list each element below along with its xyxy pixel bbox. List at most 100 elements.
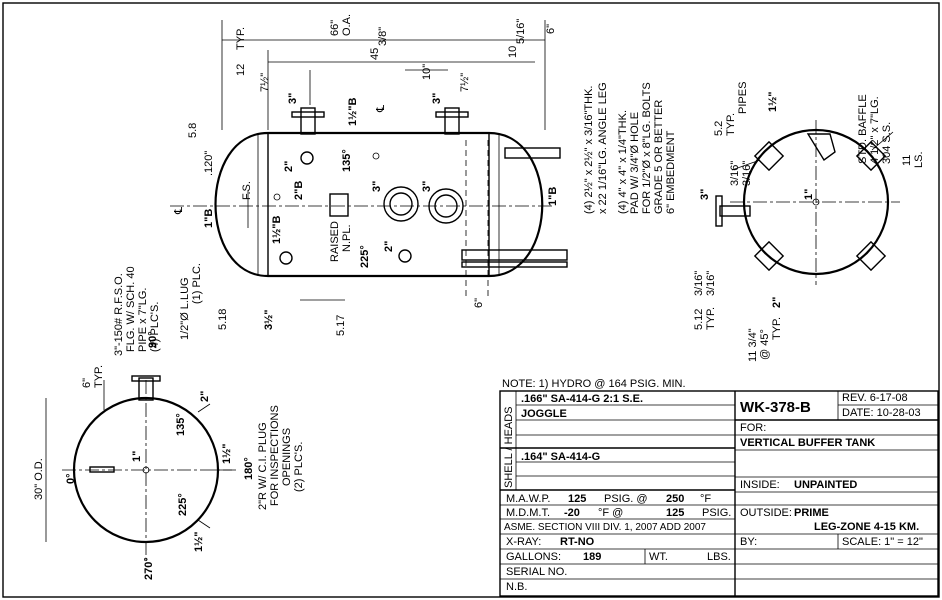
hydro-note: NOTE: 1) HYDRO @ 164 PSIG. MIN.: [502, 378, 686, 390]
nozzle-3-top-left: 3": [287, 93, 299, 104]
nozzle-1half-b-top: 1½"B: [347, 97, 359, 126]
dim-58typ: 5.8: [187, 123, 199, 138]
mdmt-value: -20: [564, 507, 580, 519]
nozzle-2b: 2"B: [293, 181, 305, 200]
lug-label-2: (1) PLC.: [191, 263, 203, 304]
plug-note-3: OPENINGS: [281, 428, 293, 486]
xray-label: X-RAY:: [506, 536, 541, 548]
bottom-nozzle-1half-a: 1½": [221, 443, 233, 464]
bottom-nozzle-1half-b: 1½": [193, 531, 205, 552]
plug-note-1: 2"R W/ C.I. PLUG: [257, 422, 269, 510]
pad-note-3: FOR 1/2"Ø x 8"LG. BOLTS: [641, 82, 653, 214]
top-nozzle-right: [435, 107, 469, 135]
scale: SCALE: 1" = 12": [842, 536, 923, 548]
top-nozzle-2: 2": [771, 297, 783, 308]
angle-225-bottom: 225°: [177, 493, 189, 516]
date: DATE: 10-28-03: [842, 407, 921, 419]
bottom-nozzle-2: 2": [199, 391, 211, 402]
shell-material: .164" SA-414-G: [521, 451, 600, 463]
leg-note-2: x 22 1/16"LG. ANGLE LEG: [597, 82, 609, 214]
xray-value: RT-NO: [560, 536, 595, 548]
top-ls-11: 11: [901, 155, 913, 166]
mawp-temp-unit: °F: [700, 493, 711, 505]
angle-135: 135°: [341, 149, 353, 172]
drawing-number: WK-378-B: [740, 399, 811, 416]
nozzle-1half-b-bot: 1½"B: [271, 215, 283, 244]
dim-10b-frac: 5/16": [515, 19, 527, 44]
nozzle-3-mid-left: 3": [371, 181, 383, 192]
legs-right: [461, 147, 568, 268]
angle-270: 270°: [143, 557, 155, 580]
pad-note-4: GRADE 5 OR BETTER: [653, 100, 665, 214]
dim-6-bot: 6": [473, 298, 485, 308]
top-nozzle-1half: 1½": [767, 91, 779, 112]
mawp-unit: PSIG. @: [604, 493, 648, 505]
fs-label: F.S.: [241, 181, 253, 200]
shell-heads-side-label: SHELL / HEADS: [503, 406, 515, 488]
top-nozzle-left: [291, 107, 325, 135]
weld-517: 5.17: [335, 315, 347, 336]
bottom-view: 90° 0° 180° 270° 135° 225° 1" 2" 1½" 1½"…: [33, 331, 305, 580]
pad-note-1: (4) 4" x 4" x 1/4"THK.: [617, 110, 629, 214]
inside-value: UNPAINTED: [794, 479, 857, 491]
bolt-circle-1: 11 3/4": [747, 328, 759, 362]
angle-90: 90°: [147, 331, 159, 348]
wt-label: WT.: [649, 551, 668, 563]
baffle-note-2: 4 1/2" x 7"LG.: [869, 96, 881, 164]
plug-note-4: (2) PLC'S.: [293, 442, 305, 492]
for-label: FOR:: [740, 422, 766, 434]
leg-note-1: (4) 2½" x 2½" x 3/16"THK.: [583, 86, 595, 215]
top-weld-typ2: TYP.: [705, 307, 717, 330]
bolt-circle-2: @ 45°: [759, 329, 771, 360]
plug-note-2: FOR INSPECTIONS: [269, 405, 281, 506]
dim-3half: 3½": [263, 309, 275, 330]
top-weld-316c: 3/16": [693, 271, 705, 296]
nozzle-2-top: 2": [283, 161, 295, 172]
serial-label: SERIAL NO.: [506, 566, 567, 578]
pad-note-2: PAD W/ 3/4"Ø HOLE: [629, 112, 641, 214]
angle-225: 225°: [359, 245, 371, 268]
nozzle-2-bot: 2": [383, 241, 395, 252]
weld-518: 5.18: [217, 309, 229, 330]
lug-label-1: 1/2"Ø L.LUG: [179, 277, 191, 340]
top-ls: LS.: [913, 151, 925, 168]
dim-oa: 66": [329, 20, 341, 36]
dim-45: 45: [369, 48, 381, 60]
top-weld-316b: 3/16": [741, 161, 753, 186]
dim-7h-right: 7½": [459, 73, 471, 92]
side-view: 66" O.A. 45 3/8" 10" 7½" 7½" 10 5/16" 6"…: [113, 14, 677, 356]
mdmt-label: M.D.M.T.: [506, 507, 550, 519]
mawp-temp: 250: [666, 493, 684, 505]
by-label: BY:: [740, 536, 757, 548]
mawp-value: 125: [568, 493, 586, 505]
nozzle-3-mid-right: 3": [421, 181, 433, 192]
outside-value: PRIME: [794, 507, 829, 519]
angle-135-bottom: 135°: [175, 413, 187, 436]
npl-label: N.PL.: [341, 224, 353, 252]
nozzle-3-top-right: 3": [431, 93, 443, 104]
dim-12typ-label: TYP.: [235, 27, 247, 50]
nozzle-1b-left: 1"B: [203, 209, 215, 228]
bolt-circle-3: TYP.: [771, 317, 783, 340]
flange-note-1: 3"-150# R.F.S.O.: [113, 273, 125, 356]
dim-6-top: 6": [545, 24, 557, 34]
gallons-value: 189: [583, 551, 601, 563]
angle-180: 180°: [243, 457, 255, 480]
raised-label: RAISED: [329, 221, 341, 262]
dim-12typ: 12: [235, 64, 247, 76]
dim-10b: 10: [507, 46, 519, 58]
mdmt-press: 125: [666, 507, 684, 519]
top-weld-pipes: PIPES: [737, 82, 749, 114]
inside-label: INSIDE:: [740, 479, 780, 491]
title-block: NOTE: 1) HYDRO @ 164 PSIG. MIN. SHELL / …: [499, 378, 939, 597]
nozzle-cl-top: ℄: [375, 105, 387, 113]
drawing-title: VERTICAL BUFFER TANK: [740, 437, 875, 449]
baffle-note-3: 304 S.S.: [881, 122, 893, 164]
dim-45-frac: 3/8": [377, 27, 389, 46]
heads-joggle: JOGGLE: [521, 408, 567, 420]
lbs-label: LBS.: [707, 551, 731, 563]
top-weld-typ: TYP.: [725, 113, 737, 136]
top-weld-512: 5.12: [693, 309, 705, 330]
top-nozzle-1: 1": [803, 189, 815, 200]
